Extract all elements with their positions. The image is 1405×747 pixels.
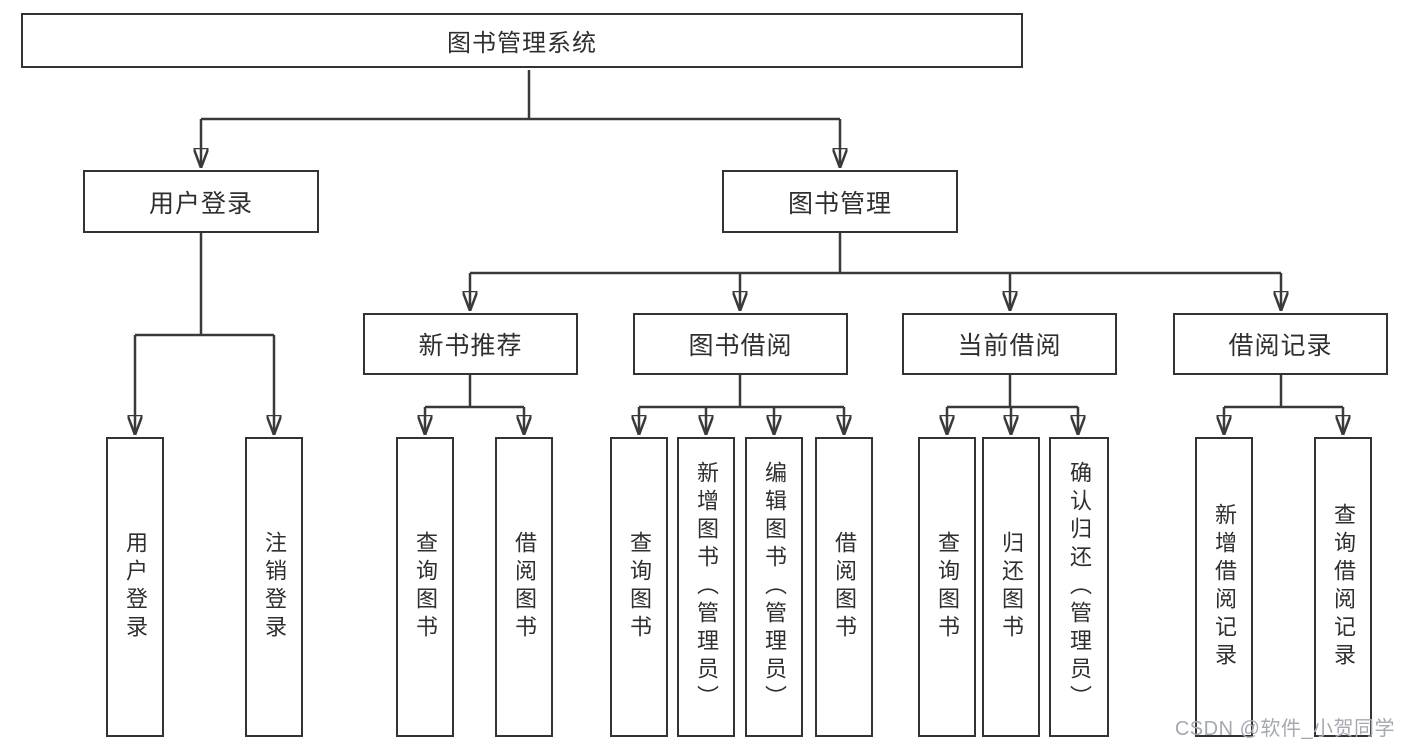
- connector-user-login-children: [135, 233, 274, 435]
- leaf-newbook-borrow-book: 借阅图书: [495, 437, 553, 737]
- leaf-record-add-record: 新增借阅记录: [1195, 437, 1253, 737]
- leaf-current-return-book: 归还图书: [982, 437, 1040, 737]
- node-book-management: 图书管理: [722, 170, 958, 233]
- csdn-watermark: CSDN @软件_小贺同学: [1174, 718, 1395, 740]
- leaf-borrow-borrow-book: 借阅图书: [815, 437, 873, 737]
- node-borrow-record: 借阅记录: [1173, 313, 1388, 375]
- connector-borrow-record-children: [1224, 375, 1343, 435]
- connector-book-management-children: [470, 233, 1281, 311]
- leaf-record-query-record: 查询借阅记录: [1314, 437, 1372, 737]
- connector-new-book-children: [425, 375, 524, 435]
- node-new-book-recommend: 新书推荐: [363, 313, 578, 375]
- node-root: 图书管理系统: [21, 13, 1023, 68]
- node-book-borrow: 图书借阅: [633, 313, 848, 375]
- leaf-user-login: 用户登录: [106, 437, 164, 737]
- node-user-login: 用户登录: [83, 170, 319, 233]
- leaf-logout: 注销登录: [245, 437, 303, 737]
- connector-book-borrow-children: [639, 375, 844, 435]
- leaf-newbook-query-book: 查询图书: [396, 437, 454, 737]
- node-current-borrow: 当前借阅: [902, 313, 1117, 375]
- leaf-borrow-query-book: 查询图书: [610, 437, 668, 737]
- leaf-current-query-book: 查询图书: [918, 437, 976, 737]
- connector-root-to-level2: [201, 70, 840, 168]
- leaf-borrow-add-book: 新增图书（管理员）: [677, 437, 735, 737]
- connector-current-borrow-children: [947, 375, 1078, 435]
- leaf-current-confirm-return: 确认归还（管理员）: [1049, 437, 1109, 737]
- leaf-borrow-edit-book: 编辑图书（管理员）: [745, 437, 803, 737]
